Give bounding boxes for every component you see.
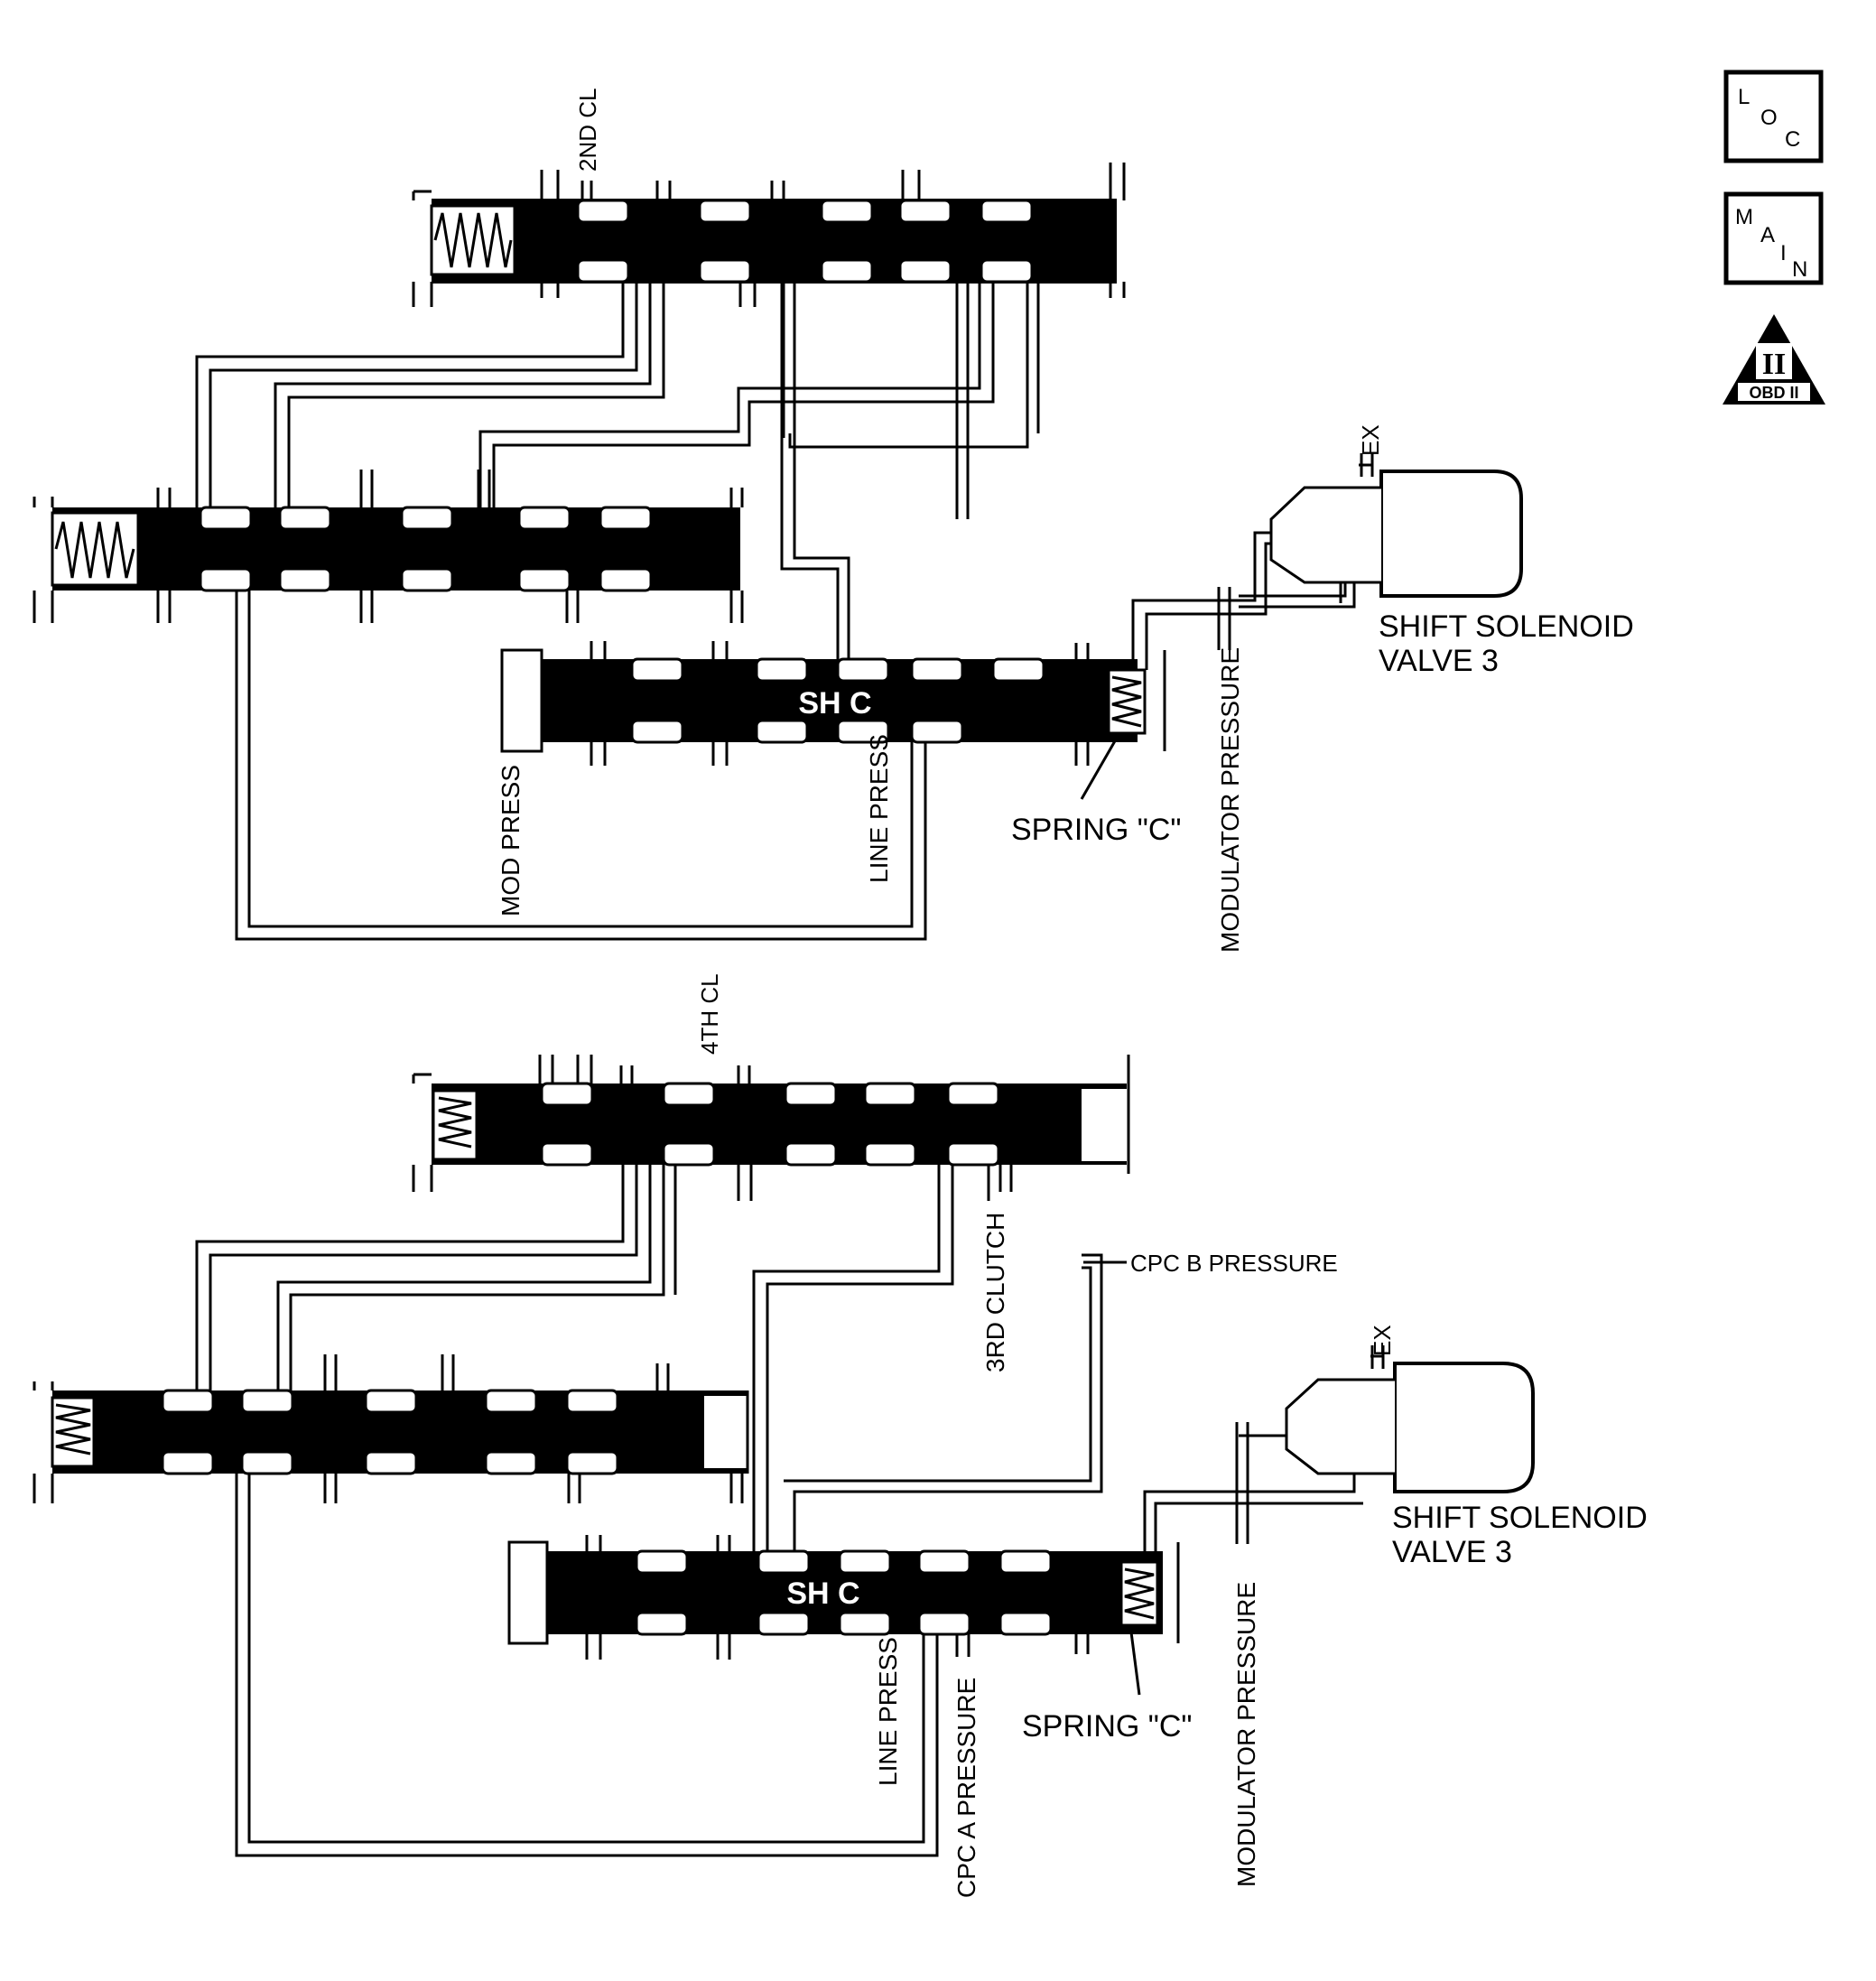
lower-line-press-label: LINE PRESS bbox=[874, 1637, 902, 1786]
upper-circuit: SH C bbox=[33, 88, 1634, 953]
lower-cpc-b-label: CPC B PRESSURE bbox=[1130, 1250, 1338, 1277]
upper-middle-valve bbox=[33, 470, 744, 623]
lower-cpc-a-label: CPC A PRESSURE bbox=[952, 1678, 980, 1898]
lower-hydraulic-lines bbox=[195, 1165, 1363, 1857]
spring-icon bbox=[55, 1403, 91, 1456]
svg-text:O: O bbox=[1760, 106, 1778, 130]
spring-icon bbox=[433, 212, 513, 268]
lower-circuit: SH C 4TH CL 3RD bbox=[33, 973, 1648, 1898]
lower-solenoid-label-line2: VALVE 3 bbox=[1392, 1535, 1512, 1569]
upper-shift-solenoid bbox=[1269, 453, 1523, 598]
loc-icon[interactable]: L O C bbox=[1723, 70, 1824, 163]
lower-modulator-pressure-label: MODULATOR PRESSURE bbox=[1232, 1582, 1260, 1887]
lower-top-valve bbox=[412, 1055, 1130, 1201]
lower-spring-c-label: SPRING "C" bbox=[1022, 1709, 1193, 1744]
upper-sh-c-label: SH C bbox=[798, 686, 871, 721]
upper-2nd-cl-label: 2ND CL bbox=[574, 88, 601, 172]
spring-c-icon bbox=[1124, 1567, 1155, 1620]
upper-spring-c-label: SPRING "C" bbox=[1011, 813, 1182, 847]
upper-solenoid-label-line1: SHIFT SOLENOID bbox=[1379, 609, 1634, 644]
svg-text:N: N bbox=[1792, 257, 1807, 282]
lower-middle-valve bbox=[33, 1354, 749, 1503]
upper-top-valve bbox=[412, 163, 1126, 307]
lower-3rd-clutch-label: 3RD CLUTCH bbox=[981, 1213, 1009, 1372]
lower-sh-c-valve: SH C bbox=[507, 1535, 1180, 1660]
lower-shift-solenoid bbox=[1285, 1345, 1535, 1493]
spring-c-icon bbox=[1111, 675, 1142, 728]
lower-4th-cl-label: 4TH CL bbox=[696, 973, 723, 1055]
spring-icon bbox=[438, 1096, 472, 1149]
spring-icon bbox=[54, 521, 135, 579]
upper-solenoid-label-line2: VALVE 3 bbox=[1379, 644, 1499, 678]
main-icon[interactable]: M A I N bbox=[1723, 191, 1824, 285]
svg-text:I: I bbox=[1780, 241, 1787, 265]
lower-sh-c-label: SH C bbox=[786, 1576, 859, 1611]
obd-ii-icon[interactable]: II OBD II bbox=[1723, 314, 1825, 405]
upper-hydraulic-lines bbox=[195, 282, 1383, 941]
lower-ex-label: EX bbox=[1369, 1325, 1396, 1356]
svg-text:L: L bbox=[1738, 85, 1750, 109]
upper-modulator-pressure-label: MODULATOR PRESSURE bbox=[1216, 647, 1244, 953]
upper-line-press-label: LINE PRESS bbox=[865, 734, 893, 883]
upper-sh-c-valve: SH C bbox=[500, 641, 1166, 766]
svg-text:II: II bbox=[1762, 348, 1786, 381]
upper-mod-press-label: MOD PRESS bbox=[497, 765, 525, 916]
svg-text:A: A bbox=[1760, 223, 1775, 247]
svg-text:OBD II: OBD II bbox=[1749, 384, 1798, 402]
svg-text:C: C bbox=[1785, 127, 1800, 152]
lower-solenoid-label-line1: SHIFT SOLENOID bbox=[1392, 1501, 1648, 1535]
upper-ex-label: EX bbox=[1357, 424, 1384, 456]
svg-text:M: M bbox=[1735, 205, 1753, 229]
